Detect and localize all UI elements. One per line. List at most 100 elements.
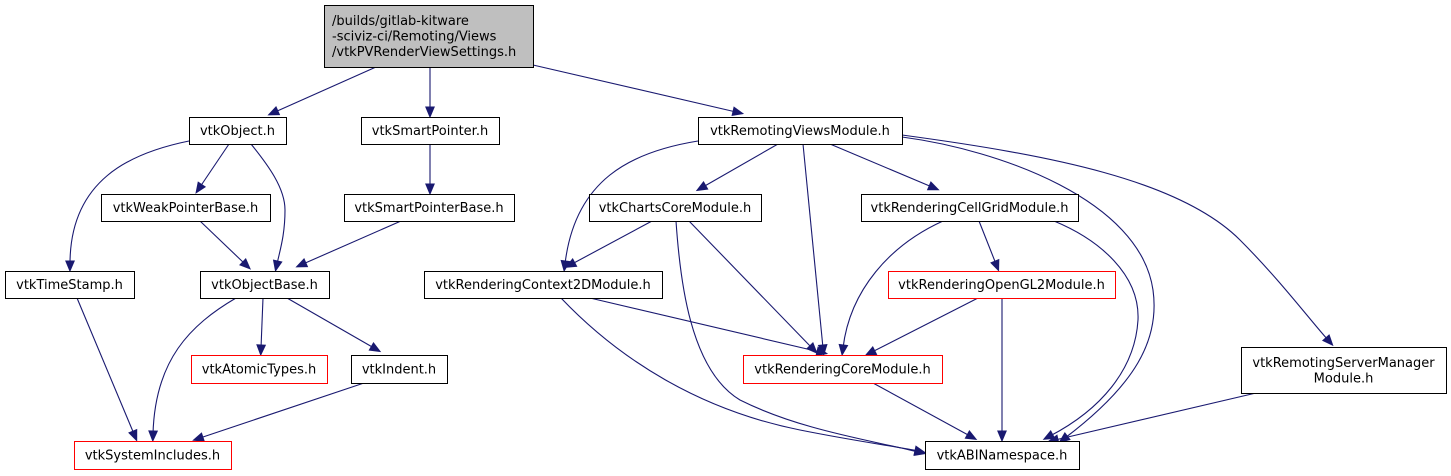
edge-root-to-vtkRemotingViewsModule [532, 64, 745, 117]
edge-line [564, 140, 699, 265]
edge-arrowhead [731, 106, 745, 117]
edge-line [842, 220, 944, 349]
node-vtkTimeStamp[interactable]: vtkTimeStamp.h [5, 271, 135, 299]
node-vtkRenderingOpenGL2Module[interactable]: vtkRenderingOpenGL2Module.h [888, 271, 1116, 299]
edge-line [199, 220, 246, 265]
edge-arrowhead [148, 430, 159, 443]
node-label: vtkRemotingViewsModule.h [710, 124, 890, 139]
node-vtkAtomicTypes[interactable]: vtkAtomicTypes.h [191, 355, 328, 384]
edge-arrowhead [964, 429, 978, 440]
edge-arrowhead [1042, 429, 1056, 440]
edge-vtkSmartPointerBase-to-vtkObjectBase [295, 220, 402, 268]
edge-arrowhead [192, 432, 205, 442]
node-vtkRenderingCellGridModule[interactable]: vtkRenderingCellGridModule.h [861, 194, 1079, 222]
edge-vtkRenderingCellGridModule-to-vtkRenderingOpenGL2Module [978, 220, 1000, 272]
edge-line [871, 297, 979, 353]
node-label: vtkChartsCoreModule.h [599, 201, 752, 216]
node-box [361, 117, 500, 145]
edge-line [152, 297, 237, 435]
node-vtkObjectBase[interactable]: vtkObjectBase.h [200, 271, 330, 299]
node-vtkChartsCoreModule[interactable]: vtkChartsCoreModule.h [589, 194, 762, 222]
edges-layer [65, 64, 1334, 456]
edge-vtkRenderingCellGridModule-to-vtkRenderingCoreModule [838, 220, 944, 357]
edge-arrowhead [256, 344, 267, 357]
edge-vtkRenderingContext2DModule-to-vtkABINamespace [560, 297, 927, 456]
edge-arrowhead [272, 259, 283, 273]
edge-line [702, 143, 779, 188]
edge-vtkRenderingCoreModule-to-vtkABINamespace [872, 382, 978, 440]
node-vtkRenderingCoreModule[interactable]: vtkRenderingCoreModule.h [743, 355, 943, 384]
node-label: vtkABINamespace.h [937, 449, 1068, 464]
node-label: /builds/gitlab-kitware [332, 14, 469, 29]
node-label: /vtkPVRenderViewSettings.h [332, 45, 516, 60]
edge-vtkSmartPointer-to-vtkSmartPointerBase [425, 144, 435, 196]
edge-vtkRemotingViewsModule-to-vtkChartsCoreModule [695, 143, 779, 192]
node-vtkObject[interactable]: vtkObject.h [189, 117, 287, 145]
edge-vtkRenderingContext2DModule-to-vtkRenderingCoreModule [589, 297, 829, 357]
edge-vtkRemotingViewsModule-to-vtkRenderingCellGridModule [829, 143, 940, 191]
node-label: vtkObjectBase.h [211, 278, 318, 293]
node-vtkSmartPointer[interactable]: vtkSmartPointer.h [361, 117, 500, 145]
edge-arrowhead [239, 258, 251, 270]
node-vtkSystemIncludes[interactable]: vtkSystemIncludes.h [74, 441, 232, 470]
node-vtkRenderingContext2DModule[interactable]: vtkRenderingContext2DModule.h [424, 271, 663, 299]
edge-arrowhead [295, 258, 309, 268]
edge-arrowhead [864, 345, 878, 356]
node-box [344, 194, 515, 222]
node-label: vtkRenderingCellGridModule.h [871, 201, 1069, 216]
edge-arrowhead [368, 341, 382, 353]
edge-line [560, 297, 919, 452]
edge-line [286, 297, 375, 349]
edge-line [901, 136, 1155, 439]
node-box [1241, 347, 1447, 394]
edge-line [260, 297, 264, 349]
node-label: vtkSmartPointer.h [372, 124, 488, 139]
edge-vtkObjectBase-to-vtkSystemIncludes [148, 297, 237, 443]
node-label: vtkAtomicTypes.h [202, 363, 316, 378]
edge-line [250, 143, 286, 265]
node-box [101, 194, 271, 222]
edge-line [675, 220, 919, 453]
edge-line [571, 220, 653, 265]
edge-line [199, 382, 365, 439]
edge-vtkTimeStamp-to-vtkSystemIncludes [76, 297, 138, 442]
edge-arrowhead [990, 258, 1000, 272]
node-box [74, 441, 232, 470]
node-box [698, 117, 903, 145]
edge-arrowhead [997, 430, 1007, 443]
edge-root-to-vtkObject [267, 66, 377, 116]
node-label: vtkIndent.h [362, 363, 436, 378]
node-label: vtkSystemIncludes.h [85, 449, 220, 464]
edge-vtkObjectBase-to-vtkIndent [286, 297, 382, 353]
node-vtkSmartPointerBase[interactable]: vtkSmartPointerBase.h [344, 194, 515, 222]
node-box [925, 441, 1080, 470]
edge-arrowhead [425, 106, 435, 119]
edge-vtkChartsCoreModule-to-vtkABINamespace [675, 220, 927, 456]
edge-vtkChartsCoreModule-to-vtkRenderingContext2DModule [564, 220, 653, 268]
node-vtkRemotingViewsModule[interactable]: vtkRemotingViewsModule.h [698, 117, 903, 145]
nodes-layer: /builds/gitlab-kitware-sciviz-ci/Remotin… [5, 5, 1447, 470]
edge-root-to-vtkSmartPointer [425, 67, 435, 119]
node-box [589, 194, 762, 222]
node-vtkWeakPointerBase[interactable]: vtkWeakPointerBase.h [101, 194, 271, 222]
edge-vtkRenderingOpenGL2Module-to-vtkRenderingCoreModule [864, 297, 979, 356]
edge-vtkIndent-to-vtkSystemIncludes [192, 382, 365, 442]
edge-line [901, 134, 1329, 341]
node-label: vtkRenderingOpenGL2Module.h [898, 278, 1105, 293]
edge-vtkObject-to-vtkObjectBase [250, 143, 286, 273]
node-label: vtkSmartPointerBase.h [354, 201, 503, 216]
node-vtkIndent[interactable]: vtkIndent.h [351, 355, 448, 384]
node-vtkABINamespace[interactable]: vtkABINamespace.h [925, 441, 1080, 470]
edge-line [1049, 220, 1139, 437]
node-box [743, 355, 943, 384]
node-box [888, 271, 1116, 299]
edge-line [872, 382, 971, 437]
edge-arrowhead [267, 106, 281, 116]
node-root[interactable]: /builds/gitlab-kitware-sciviz-ci/Remotin… [324, 5, 534, 68]
node-box [424, 271, 663, 299]
edge-arrowhead [838, 343, 849, 357]
node-box [351, 355, 448, 384]
edge-line [802, 143, 824, 349]
edge-arrowhead [695, 180, 709, 192]
